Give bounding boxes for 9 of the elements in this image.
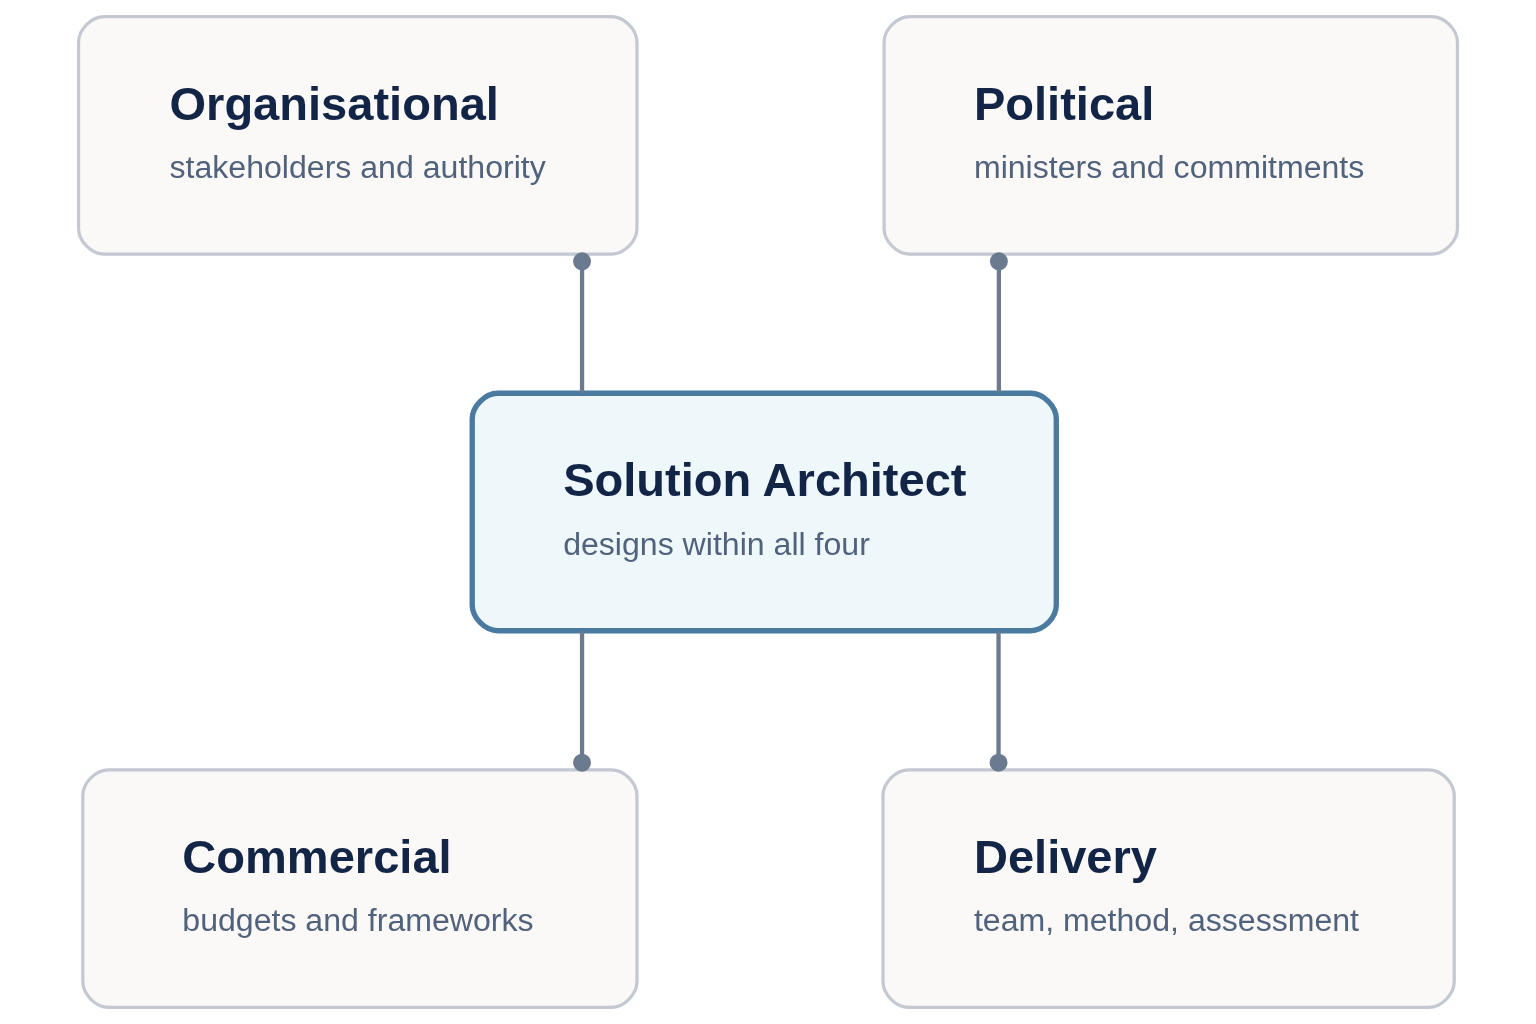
node-box: Organisational stakeholders and authority: [76, 15, 639, 256]
connector: [989, 252, 1008, 393]
connector: [573, 631, 591, 772]
node-box: Political ministers and commitments: [882, 15, 1460, 256]
connector: [989, 631, 1008, 772]
node-box: Solution Architect designs within all four: [469, 390, 1059, 634]
node-box: Commercial budgets and frameworks: [81, 768, 639, 1009]
node-box: Delivery team, method, assessment: [881, 768, 1456, 1009]
connector: [573, 252, 591, 393]
